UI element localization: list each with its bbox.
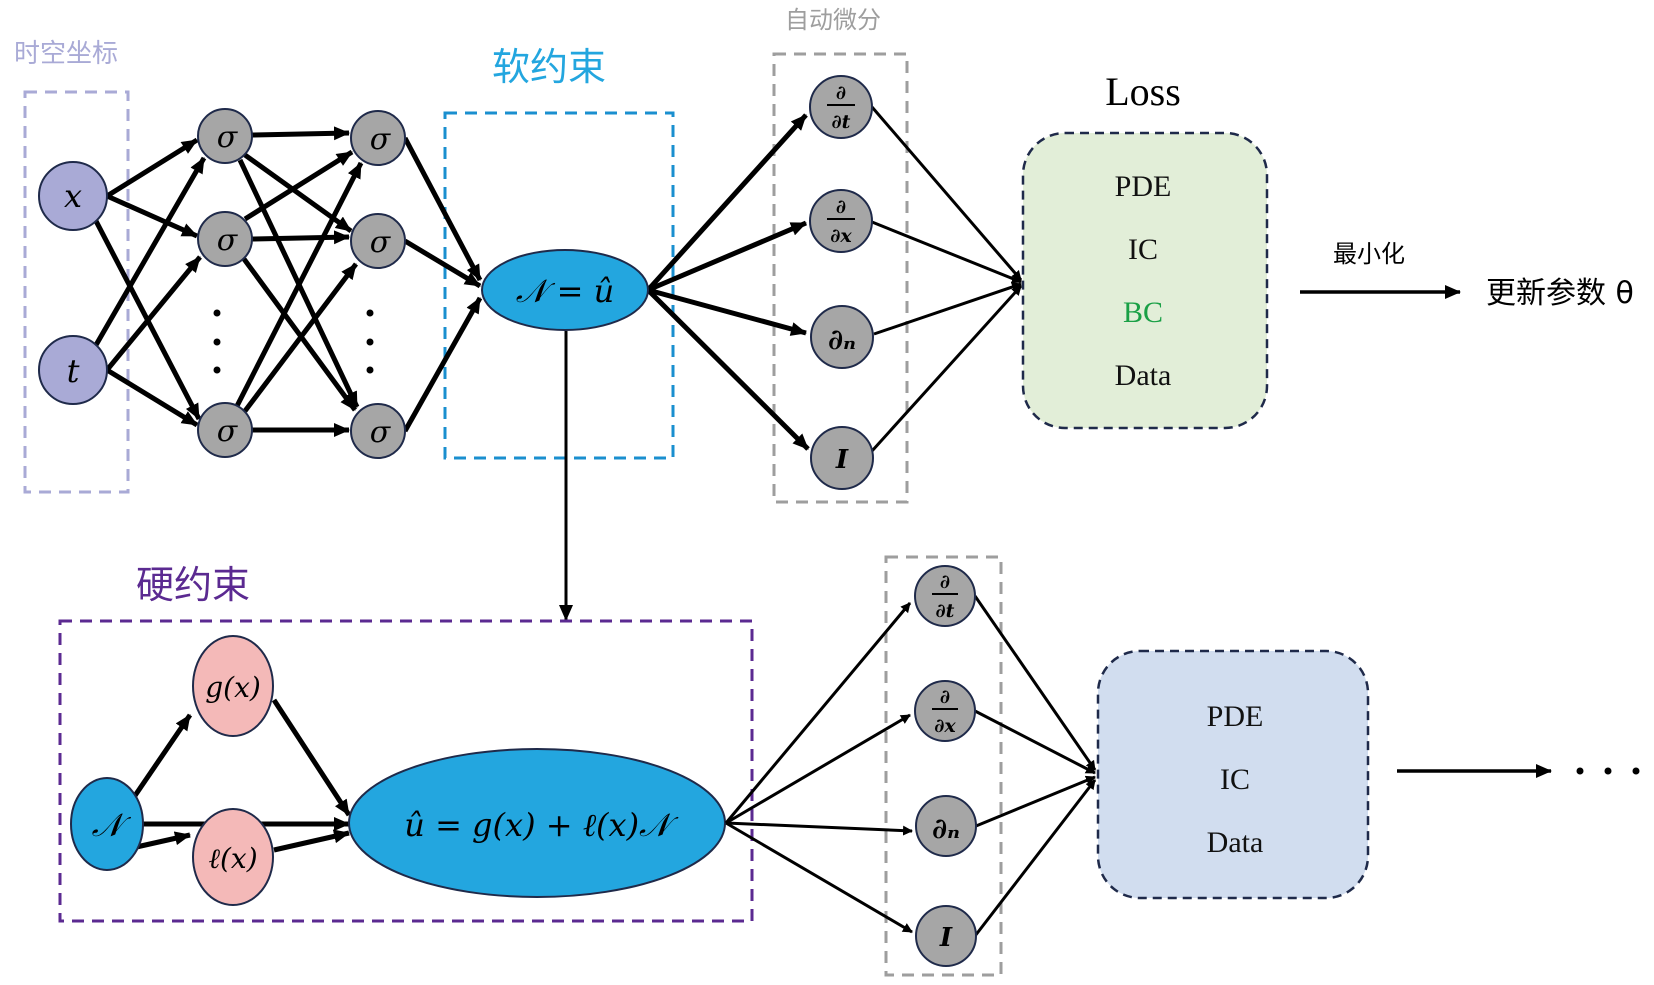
derivative-node-identity: I xyxy=(810,426,874,490)
hidden-node: σ xyxy=(350,403,406,459)
edges-input-hidden1 xyxy=(93,137,207,428)
hidden-layer-2: σ σ σ xyxy=(350,110,406,459)
svg-text:∂x: ∂x xyxy=(934,715,956,737)
svg-text:∂t: ∂t xyxy=(936,600,955,622)
sigma-label: σ xyxy=(217,223,239,258)
loss-item-pde: PDE xyxy=(1207,700,1264,733)
svg-text:∂ₙ: ∂ₙ xyxy=(828,323,856,356)
loss-item-data: Data xyxy=(1207,826,1264,859)
edges-hidden1-hidden2 xyxy=(234,126,364,437)
loss-box-top xyxy=(1021,131,1269,430)
hidden-node: σ xyxy=(197,108,253,164)
edges-hidden2-output xyxy=(402,136,483,433)
soft-constraint-label: 软约束 xyxy=(492,45,606,89)
hard-constraint-label: 硬约束 xyxy=(136,563,250,607)
hidden-node: σ xyxy=(197,402,253,458)
edges-derivatives-loss-bottom xyxy=(973,595,1097,937)
sigma-label: σ xyxy=(370,415,392,450)
loss-item-ic: IC xyxy=(1128,233,1158,266)
loss-title: Loss xyxy=(1105,69,1181,114)
input-group-box xyxy=(23,90,130,494)
loss-top-items: PDE IC BC Data xyxy=(1115,170,1172,392)
derivative-node-dn-bottom: ∂ₙ xyxy=(915,795,977,857)
continue-ellipsis xyxy=(1576,767,1640,775)
input-node-t-label: t xyxy=(67,352,80,390)
svg-text:∂: ∂ xyxy=(940,571,950,593)
input-group-label: 时空坐标 xyxy=(14,39,118,69)
input-node-x-label: x xyxy=(64,177,82,215)
hidden-node: σ xyxy=(350,213,406,269)
sigma-label: σ xyxy=(370,225,392,260)
svg-text:I: I xyxy=(939,923,953,953)
hidden-layer-1: σ σ σ xyxy=(197,108,253,458)
soft-output-label: 𝒩 = û xyxy=(516,272,614,310)
hard-constraint-box xyxy=(58,619,754,923)
update-params-label: 更新参数 θ xyxy=(1486,276,1634,311)
soft-constraint-box xyxy=(443,111,675,460)
derivative-node-dn: ∂ₙ xyxy=(810,305,874,369)
svg-text:I: I xyxy=(835,445,849,475)
minimize-label: 最小化 xyxy=(1333,240,1405,268)
svg-text:∂ₙ: ∂ₙ xyxy=(932,812,960,845)
sigma-label: σ xyxy=(370,122,392,157)
loss-bottom-items: PDE IC Data xyxy=(1207,700,1264,859)
input-node-t: t xyxy=(38,335,108,405)
hard-output-node: û = g(x) + ℓ(x)𝒩 xyxy=(348,748,726,898)
edges-derivatives-loss-top xyxy=(870,106,1023,453)
loss-item-ic: IC xyxy=(1220,763,1250,796)
input-node-x: x xyxy=(38,161,108,231)
hard-l-node: ℓ(x) xyxy=(192,808,274,906)
svg-text:∂: ∂ xyxy=(836,82,846,104)
derivative-node-dx-bottom: ∂ ∂x xyxy=(914,680,976,742)
derivative-node-dt-bottom: ∂ ∂t xyxy=(914,565,976,627)
sigma-label: σ xyxy=(217,414,239,449)
hidden-node: σ xyxy=(350,110,406,166)
sigma-label: σ xyxy=(217,120,239,155)
hard-g-node: g(x) xyxy=(192,635,274,737)
derivative-node-identity-bottom: I xyxy=(915,905,977,967)
loss-item-data: Data xyxy=(1115,359,1172,392)
ellipsis-dots-2 xyxy=(366,309,374,374)
svg-text:∂t: ∂t xyxy=(832,111,851,133)
svg-text:g(x): g(x) xyxy=(205,671,261,704)
svg-text:∂: ∂ xyxy=(940,686,950,708)
edges-hard-derivatives xyxy=(724,602,913,934)
svg-text:∂x: ∂x xyxy=(830,225,852,247)
loss-item-pde: PDE xyxy=(1115,170,1172,203)
derivative-node-dx: ∂ ∂x xyxy=(809,189,873,253)
svg-text:ℓ(x): ℓ(x) xyxy=(208,842,257,875)
edges-output-derivatives xyxy=(646,113,810,451)
ellipsis-dots-1 xyxy=(213,309,221,374)
hard-network-node: 𝒩 xyxy=(70,777,144,871)
svg-text:∂: ∂ xyxy=(836,196,846,218)
hidden-node: σ xyxy=(197,211,253,267)
loss-item-bc: BC xyxy=(1123,296,1163,329)
soft-output-node: 𝒩 = û xyxy=(481,249,649,331)
autodiff-label: 自动微分 xyxy=(785,6,881,34)
derivative-node-dt: ∂ ∂t xyxy=(809,75,873,139)
autodiff-box-bottom xyxy=(884,555,1003,977)
svg-text:û = g(x) + ℓ(x)𝒩: û = g(x) + ℓ(x)𝒩 xyxy=(404,806,679,844)
autodiff-box-top xyxy=(772,52,909,504)
loss-box-bottom xyxy=(1096,649,1370,900)
